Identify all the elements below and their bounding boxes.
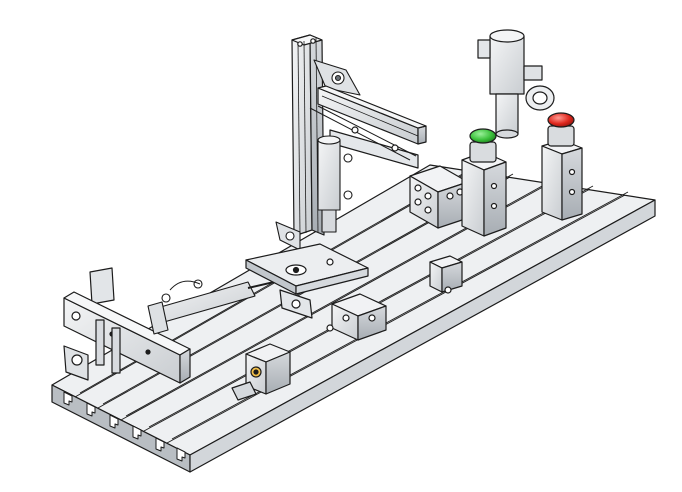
horizontal-pneumatic-cylinder bbox=[147, 275, 301, 335]
limit-switch-block bbox=[429, 255, 463, 294]
vertical-pneumatic-cylinder bbox=[317, 135, 353, 233]
left-end-block bbox=[63, 267, 191, 384]
pushbutton-stand-red bbox=[541, 112, 583, 221]
pushbutton-stand-green bbox=[461, 128, 507, 237]
slide-carriage bbox=[245, 243, 369, 319]
vertical-aluminum-post bbox=[291, 34, 325, 237]
front-sensor-block bbox=[231, 293, 387, 401]
horizontal-arm-profile bbox=[309, 85, 427, 169]
valve-manifold bbox=[409, 165, 469, 229]
pressure-regulator bbox=[477, 29, 555, 139]
